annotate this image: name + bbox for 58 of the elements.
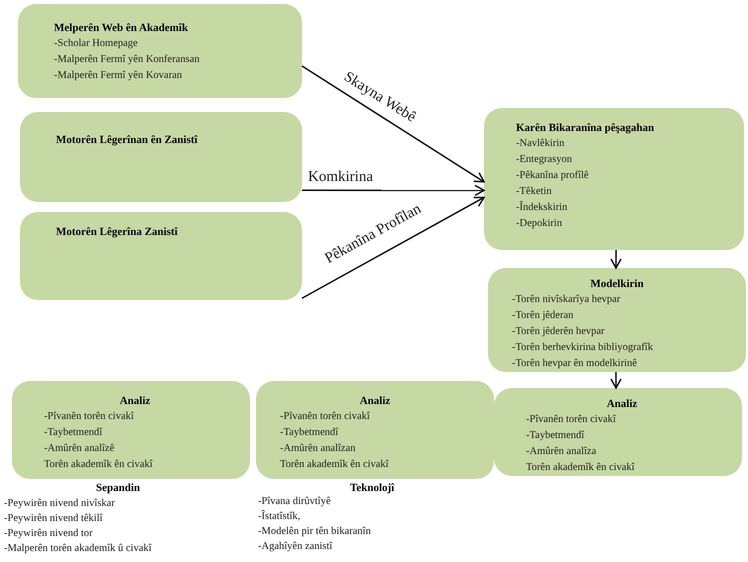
arrow: [610, 250, 622, 269]
list-item: -Amûrên analîzan: [280, 442, 357, 456]
box-heading: Karên Bikaranîna pêşagahan: [516, 121, 656, 136]
box-heading: Analiz: [358, 394, 392, 409]
box-heading: Modelkirin: [589, 277, 645, 292]
list-item: -Entegrasyon: [516, 153, 573, 167]
box-heading: Analiz: [606, 397, 638, 412]
list-item: -Scholar Homepage: [54, 37, 139, 51]
arrow: [302, 196, 485, 299]
list-item: -Amûrên analîzê: [44, 442, 116, 456]
rounded-box: [18, 4, 302, 98]
box-heading: Motorên Lêgerîna Zanistî: [56, 225, 179, 240]
rounded-box: [256, 381, 494, 479]
list-item: -Taybetmendî: [280, 426, 340, 440]
list-item: Torên akademîk ên civakî: [44, 458, 154, 472]
list-item: -Malperên Fermî yên Konferansan: [54, 53, 200, 67]
list-item: -Îstatîstîk,: [258, 510, 300, 524]
list-item: -Torên nivîskarîya hevpar: [512, 293, 622, 307]
list-item: -Torên jêderên hevpar: [512, 325, 606, 339]
list-item: -Torên hevpar ên modelkirinê: [512, 357, 638, 371]
list-item: -Pîvanên torên civakî: [280, 410, 371, 424]
list-item: -Depokirin: [516, 217, 564, 231]
arrow: [302, 65, 485, 183]
list-item: -Pêkanîna profîlê: [516, 169, 590, 183]
box-heading: Analiz: [118, 394, 152, 409]
rounded-box: [494, 388, 742, 476]
list-item: -Taybetmendî: [44, 426, 104, 440]
arrow: [610, 372, 622, 389]
list-item: -Peywirên nivend tor: [4, 527, 93, 541]
list-item: -Têketin: [516, 185, 553, 199]
list-item: Torên akademîk ên civakî: [526, 461, 636, 475]
list-item: -Malperên torên akademîk û civakî: [4, 542, 152, 556]
list-item: -Torên berhevkirina bibliyografîk: [512, 341, 654, 355]
list-item: -Pîvanên torên civakî: [44, 410, 135, 424]
section-heading: Teknolojî: [350, 481, 394, 495]
rounded-box: [488, 268, 746, 372]
box-heading: Melperên Web ên Akademîk: [54, 21, 189, 36]
list-item: -Navlêkirin: [516, 137, 566, 151]
rounded-box: [12, 381, 250, 479]
rounded-box: [484, 108, 744, 250]
list-item: -Pîvana dirûvtîyê: [258, 495, 331, 509]
list-item: -Amûrên analîza: [526, 445, 598, 459]
list-item: -Torên jêderan: [512, 309, 574, 323]
list-item: -Pîvanên torên civakî: [526, 413, 617, 427]
list-item: -Taybetmendî: [526, 429, 586, 443]
list-item: -Agahîyên zanistî: [258, 540, 332, 554]
box-heading: Motorên Lêgerînan ên Zanistî: [56, 133, 198, 148]
list-item: -Îndekskirin: [516, 200, 568, 215]
arrow: [302, 184, 485, 196]
list-item: -Peywirên nivend têkilî: [4, 512, 103, 526]
list-item: -Modelên pir tên bikaranîn: [258, 525, 371, 539]
rounded-box: [20, 112, 302, 202]
edge-label: Komkirina: [308, 168, 373, 186]
list-item: -Peywirên nivend nivîskar: [4, 497, 115, 511]
section-heading: Sepandin: [96, 481, 140, 495]
rounded-box: [20, 212, 302, 300]
list-item: Torên akademîk ên civakî: [280, 458, 390, 472]
list-item: -Malperên Fermî yên Kovaran: [54, 69, 183, 83]
